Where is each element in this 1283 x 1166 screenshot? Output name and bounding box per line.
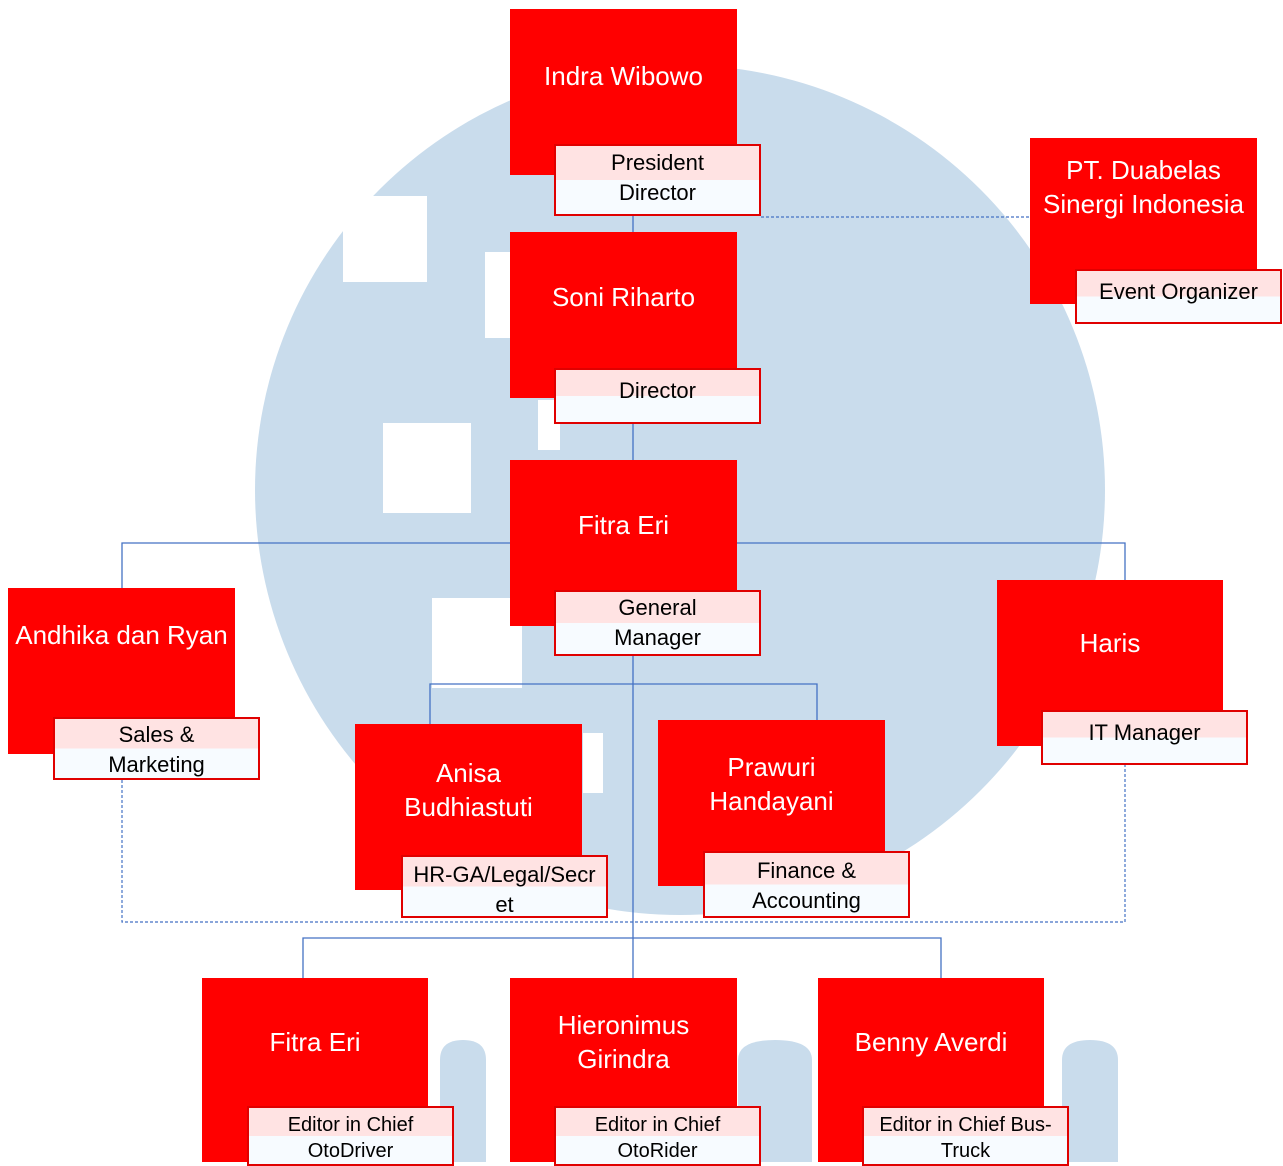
- node-sales-role-box: Sales & Marketing: [53, 717, 260, 780]
- sales-name: Andhika dan Ryan: [15, 620, 228, 650]
- sales-role: Sales & Marketing: [108, 722, 205, 777]
- watermark-square: [583, 733, 603, 793]
- editor3-role: Editor in Chief Bus-Truck: [879, 1114, 1052, 1162]
- hr-name: Anisa Budhiastuti: [404, 758, 533, 822]
- node-editor2-role-box: Editor in Chief OtoRider: [554, 1106, 761, 1166]
- director-role: Director: [618, 378, 696, 403]
- gm-name: Fitra Eri: [578, 510, 669, 540]
- editor2-role: Editor in Chief OtoRider: [594, 1114, 721, 1162]
- node-finance-role-box: Finance & Accounting: [703, 851, 910, 918]
- node-director-role-box: Director: [554, 368, 761, 424]
- director-name: Soni Riharto: [551, 282, 696, 312]
- gm-role: General Manager: [614, 595, 701, 650]
- node-partner-role-box: Event Organizer: [1075, 269, 1282, 324]
- connector-gm-staff: [429, 683, 818, 724]
- connector-sales-it-dashed: [121, 765, 1126, 923]
- finance-name: Prawuri Handayani: [709, 752, 834, 816]
- node-hr-role-box: HR-GA/Legal/Secret: [401, 855, 608, 918]
- node-it-role-box: IT Manager: [1041, 710, 1248, 765]
- editor3-name: Benny Averdi: [854, 1027, 1008, 1057]
- editor2-name: Hieronimus Girindra: [557, 1010, 690, 1074]
- finance-role: Finance & Accounting: [752, 858, 861, 913]
- node-editor3-role-box: Editor in Chief Bus-Truck: [862, 1106, 1069, 1166]
- watermark-square: [432, 598, 522, 688]
- president-role: President Director: [611, 150, 704, 205]
- watermark-letter-stroke: [1062, 1040, 1118, 1162]
- editor1-role: Editor in Chief OtoDriver: [287, 1114, 414, 1162]
- it-role: IT Manager: [1088, 720, 1201, 745]
- node-president-role-box: President Director: [554, 144, 761, 216]
- editor1-name: Fitra Eri: [269, 1027, 361, 1057]
- node-gm-role-box: General Manager: [554, 590, 761, 656]
- hr-role: HR-GA/Legal/Secret: [413, 862, 596, 917]
- partner-name: PT. Duabelas Sinergi Indonesia: [1043, 155, 1244, 219]
- node-editor1-role-box: Editor in Chief OtoDriver: [247, 1106, 454, 1166]
- watermark-square: [383, 423, 471, 513]
- it-name: Haris: [1079, 628, 1141, 658]
- watermark-square: [343, 196, 427, 282]
- president-name: Indra Wibowo: [544, 61, 703, 91]
- connector-editors-bus: [302, 937, 942, 978]
- partner-role: Event Organizer: [1099, 279, 1258, 304]
